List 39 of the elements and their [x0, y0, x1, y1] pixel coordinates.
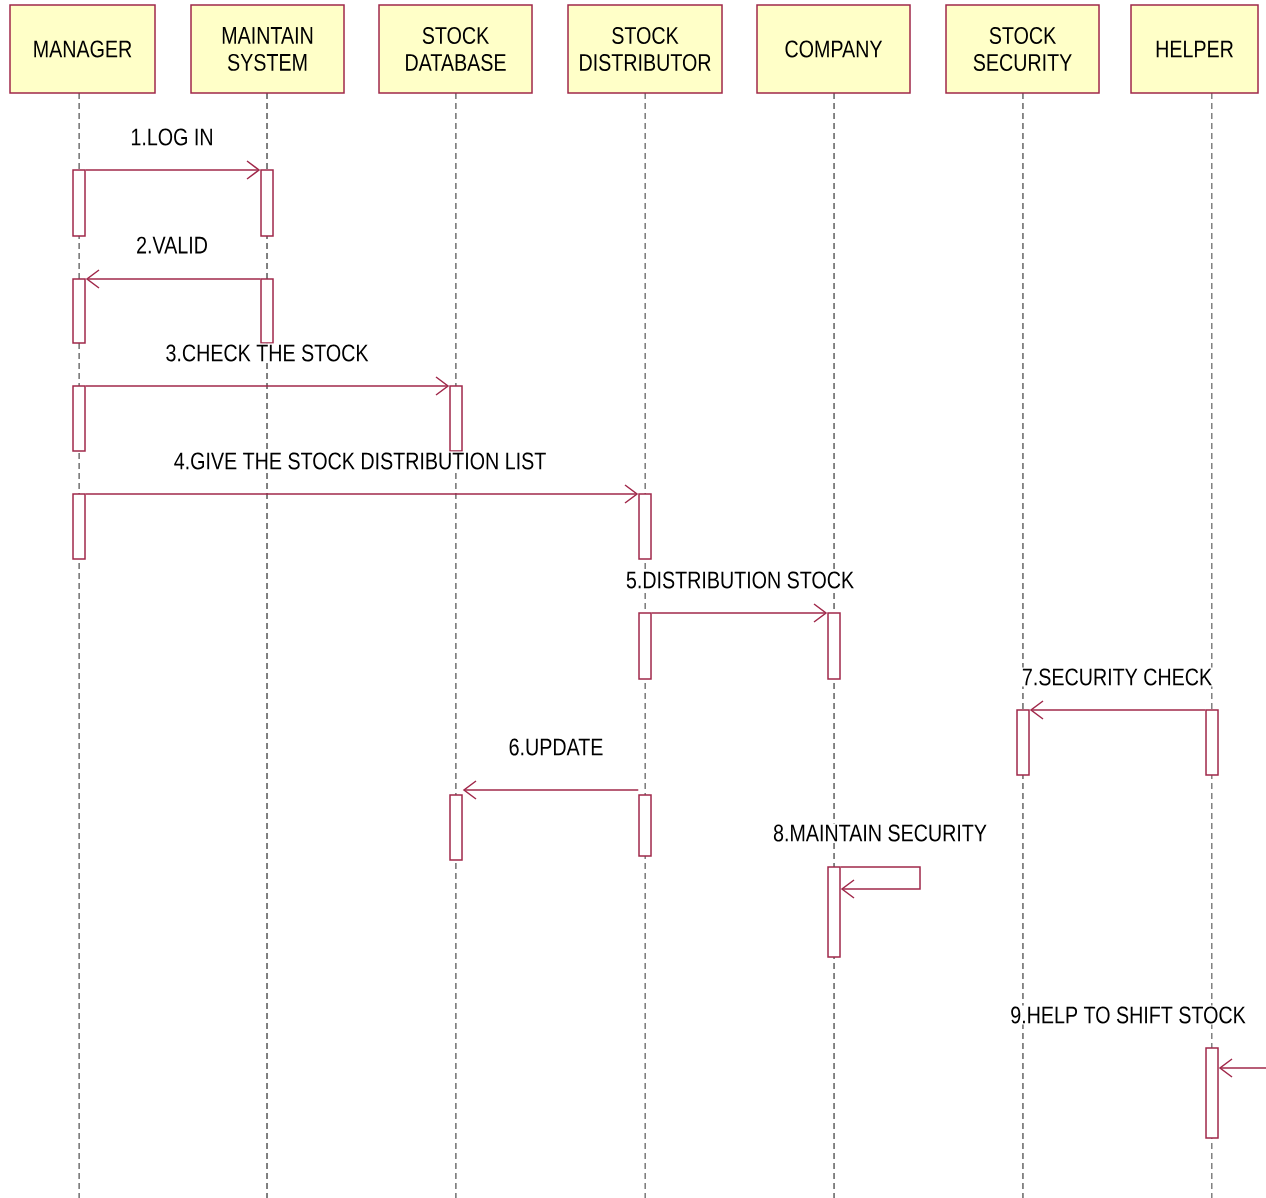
message-arrow	[85, 269, 261, 289]
message-label: 9.HELP TO SHIFT STOCK	[1009, 1005, 1247, 1025]
object-box: STOCK SECURITY	[945, 4, 1100, 94]
message-label: 7.SECURITY CHECK	[1020, 667, 1214, 687]
activation-bar	[827, 612, 841, 680]
object-box: COMPANY	[756, 4, 911, 94]
activation-bar	[1205, 709, 1219, 776]
message-arrow	[651, 603, 828, 623]
object-box: STOCK DATABASE	[378, 4, 533, 94]
message-label: 2.VALID	[135, 235, 209, 255]
activation-bar	[827, 866, 841, 958]
message-label: 6.UPDATE	[507, 737, 605, 757]
activation-bar	[638, 612, 652, 680]
activation-bar	[1205, 1047, 1219, 1139]
object-box: HELPER	[1130, 4, 1259, 94]
activation-bar	[72, 278, 86, 344]
activation-bar	[260, 278, 274, 344]
message-arrow	[85, 376, 450, 396]
message-label: 1.LOG IN	[129, 127, 215, 147]
activation-bar	[260, 169, 274, 237]
message-label: 8.MAINTAIN SECURITY	[772, 823, 988, 843]
activation-bar	[72, 493, 86, 560]
activation-bar	[638, 493, 652, 560]
activation-bar	[72, 169, 86, 237]
object-box: MAINTAIN SYSTEM	[190, 4, 345, 94]
object-box: STOCK DISTRIBUTOR	[567, 4, 723, 94]
message-arrow	[840, 866, 921, 899]
message-arrow	[85, 160, 261, 180]
message-arrow	[85, 484, 639, 504]
message-arrow	[462, 780, 639, 800]
activation-bar	[638, 794, 652, 857]
object-box: MANAGER	[9, 4, 156, 94]
activation-bar	[1016, 709, 1030, 776]
activation-bar	[449, 385, 463, 452]
message-label: 5.DISTRIBUTION STOCK	[624, 570, 856, 590]
activation-bar	[449, 794, 463, 861]
activation-bar	[72, 385, 86, 452]
message-arrow	[1029, 700, 1206, 720]
message-arrow	[1218, 1058, 1266, 1078]
